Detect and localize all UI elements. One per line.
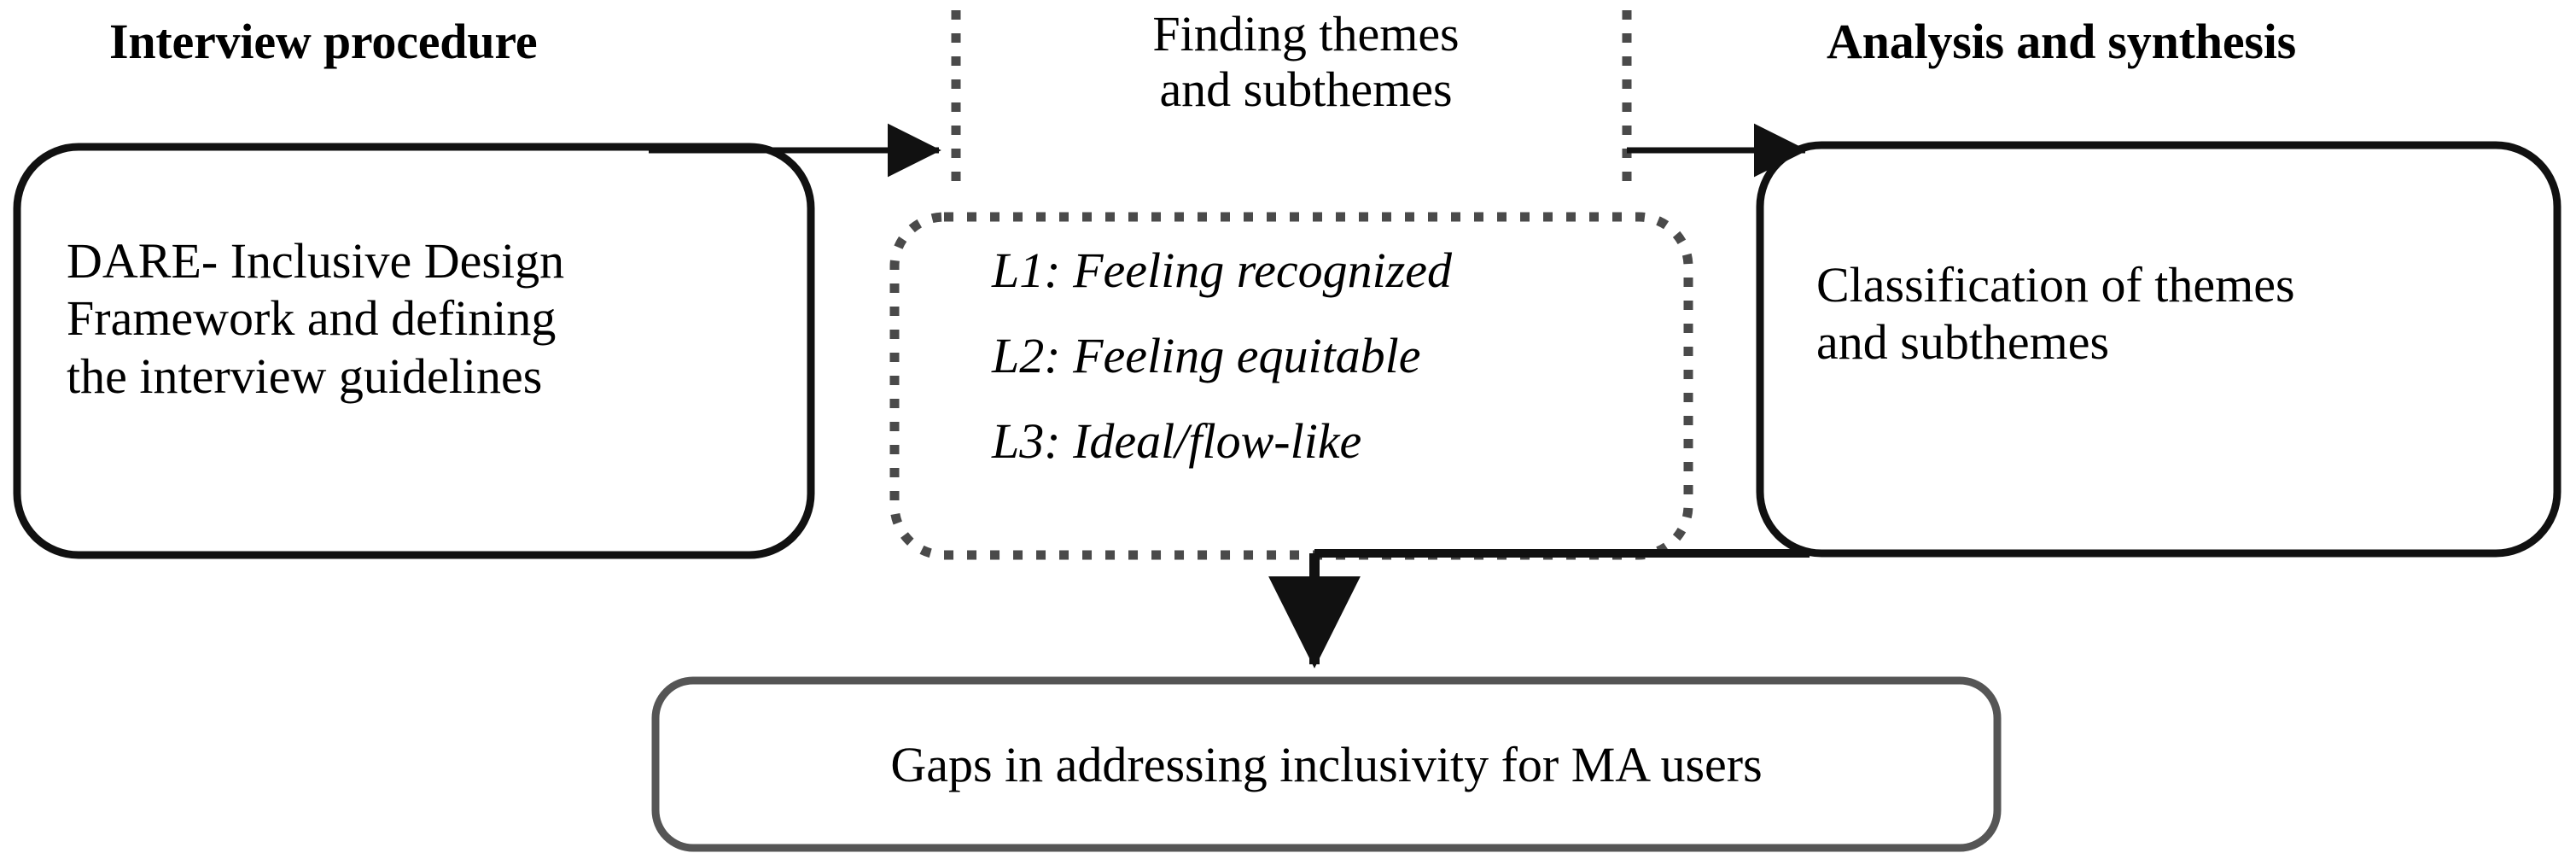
themes-dotted-box xyxy=(889,212,1693,560)
column-header-analysis-and-synthesis: Analysis and synthesis xyxy=(1827,14,2297,69)
bottom-box-text: Gaps in addressing inclusivity for MA us… xyxy=(890,737,1763,792)
theme-item-l1: L1: Feeling recognized xyxy=(992,243,1453,298)
left-box-line-3: the interview guidelines xyxy=(67,348,543,404)
theme-item-l3: L3: Ideal/flow-like xyxy=(992,413,1362,469)
right-box-line-2: and subthemes xyxy=(1816,314,2110,371)
finding-themes-line-2: and subthemes xyxy=(1159,61,1453,117)
theme-item-l2: L2: Feeling equitable xyxy=(992,328,1421,383)
right-process-box xyxy=(1756,141,2561,558)
column-header-finding-themes: Finding themes and subthemes xyxy=(999,6,1613,118)
left-process-box xyxy=(13,143,815,559)
right-box-line-1: Classification of themes xyxy=(1816,257,2295,313)
bottom-outcome-box xyxy=(651,676,2002,852)
left-box-text: DARE- Inclusive Design Framework and def… xyxy=(67,232,801,405)
column-header-interview-procedure: Interview procedure xyxy=(109,14,538,69)
theme-list: L1: Feeling recognized L2: Feeling equit… xyxy=(992,246,1692,466)
right-box-text: Classification of themes and subthemes xyxy=(1816,256,2567,371)
left-box-line-2: Framework and defining xyxy=(67,290,557,347)
left-box-line-1: DARE- Inclusive Design xyxy=(67,233,565,289)
finding-themes-line-1: Finding themes xyxy=(1152,6,1460,61)
